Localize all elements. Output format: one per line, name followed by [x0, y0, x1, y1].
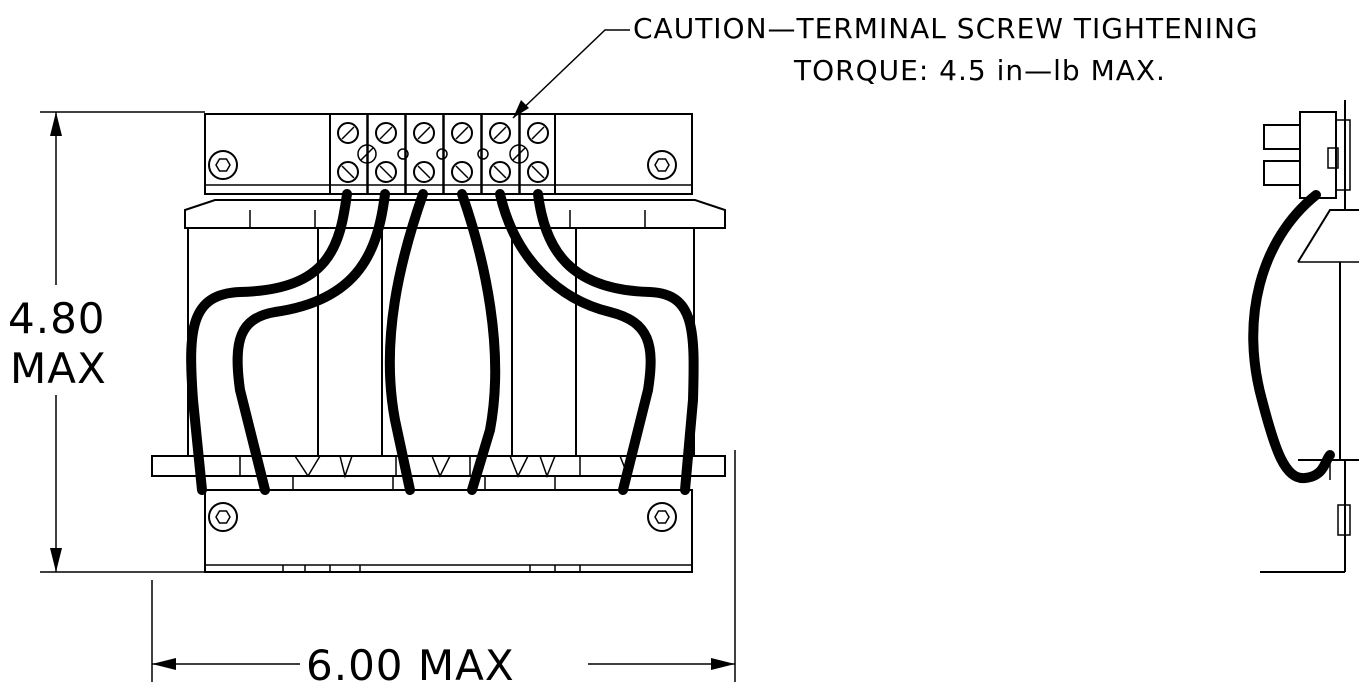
top-bracket: [204, 113, 693, 195]
width-arrow-left: [152, 658, 176, 670]
side-terminal-body: [1299, 111, 1337, 199]
width-arrow-right: [711, 658, 735, 670]
bottom-bracket: [204, 489, 693, 573]
terminal-screw-icon: [337, 122, 549, 183]
width-label: 6.00 MAX: [306, 641, 515, 686]
width-dimension: 6.00 MAX: [151, 450, 736, 686]
front-view: [151, 113, 726, 573]
height-unit: MAX: [10, 344, 107, 393]
bottom-flange-block-1: [292, 475, 394, 491]
bottom-flange-block-2: [484, 475, 556, 491]
side-terminal-2: [1263, 160, 1301, 186]
caution-line-2: TORQUE: 4.5 in—lb MAX.: [793, 54, 1166, 87]
cable-2: [232, 189, 390, 495]
bottom-right-bolt-icon: [647, 502, 677, 532]
height-arrow-bottom: [50, 548, 62, 572]
cable-5: [495, 189, 656, 495]
top-right-bolt-icon: [647, 150, 677, 180]
cable-1: [186, 189, 352, 495]
side-bracket-upper: [1335, 119, 1351, 191]
bottom-flange-notches: [239, 455, 637, 479]
side-terminal-1: [1263, 124, 1301, 150]
side-screw-head: [1327, 147, 1339, 169]
bottom-bracket-ticks: [282, 565, 581, 572]
side-view: [1248, 100, 1359, 573]
caution-leader-line: [512, 29, 630, 119]
cable-4: [457, 189, 501, 495]
top-left-bolt-icon: [208, 150, 238, 180]
caution-line-1: CAUTION—TERMINAL SCREW TIGHTENING: [633, 12, 1259, 45]
cable-6: [533, 189, 699, 495]
caution-note: CAUTION—TERMINAL SCREW TIGHTENING TORQUE…: [512, 12, 1259, 119]
bottom-flange: [151, 455, 726, 477]
side-top-flange: [1297, 209, 1359, 263]
terminal-block: [329, 113, 556, 195]
height-value: 4.80: [8, 294, 106, 343]
height-arrow-top: [50, 112, 62, 136]
side-cable: [1248, 190, 1335, 484]
cable-3: [384, 189, 428, 495]
cables: [186, 189, 699, 495]
bottom-left-bolt-icon: [208, 502, 238, 532]
height-dimension: 4.80 MAX: [8, 111, 205, 573]
top-flange: [184, 199, 726, 229]
caution-leader-arrow: [513, 100, 529, 118]
